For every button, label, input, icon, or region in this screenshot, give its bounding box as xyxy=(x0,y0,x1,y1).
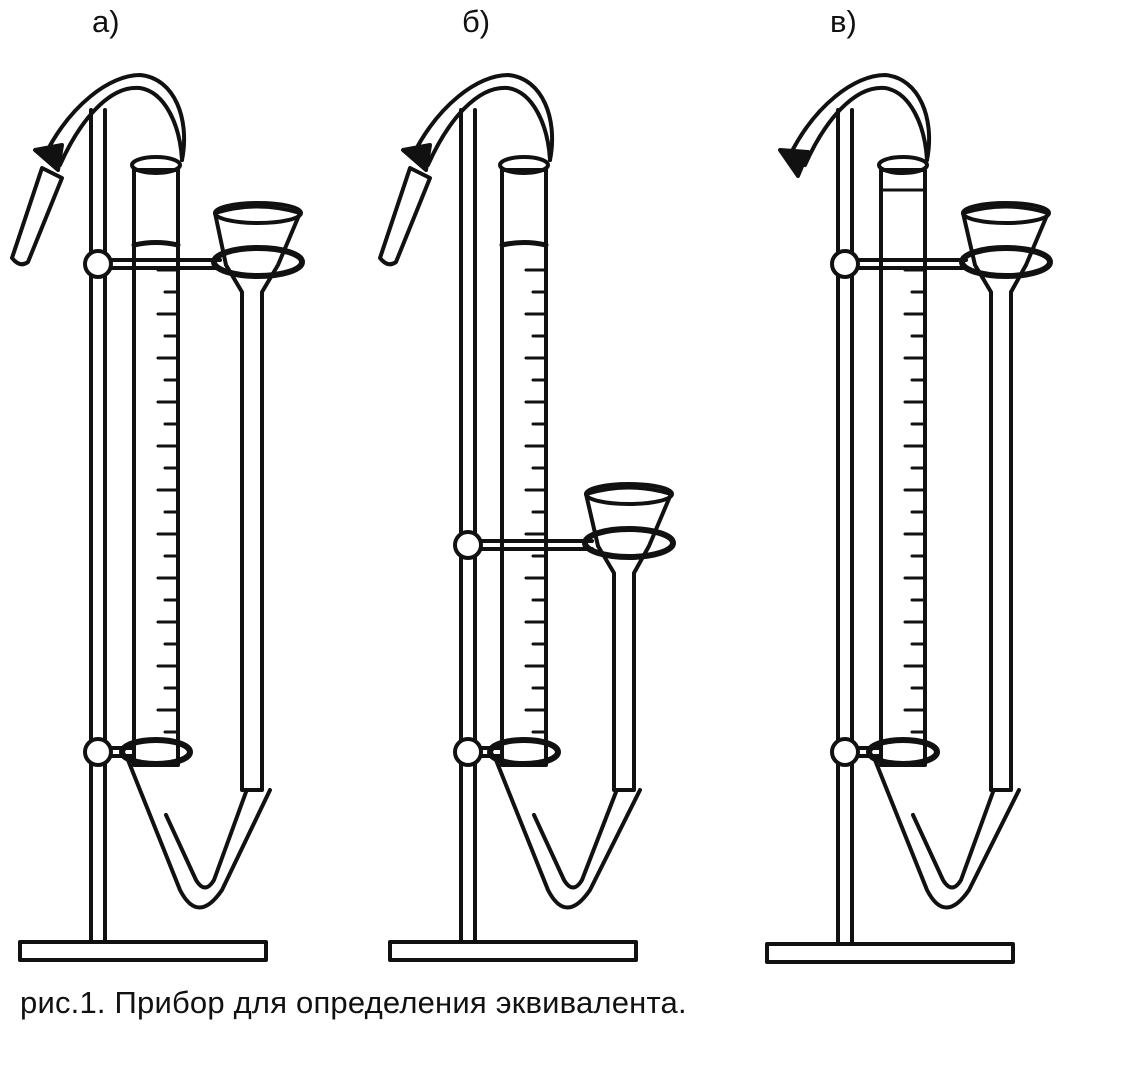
burette-rim-a xyxy=(130,155,182,175)
hose-c xyxy=(803,85,929,167)
clamp-bottom-b xyxy=(453,737,483,767)
stopper-a xyxy=(33,143,64,172)
burette-rim-b xyxy=(498,155,550,175)
figure-caption: рис.1. Прибор для определения эквивалент… xyxy=(20,985,687,1020)
apparatus-a xyxy=(10,73,305,962)
stand-base-c xyxy=(765,942,1015,964)
panel-label-a: а) xyxy=(92,4,120,39)
apparatus-b xyxy=(378,73,676,962)
clamp-top-c xyxy=(830,249,860,279)
stand-base-a xyxy=(18,940,268,962)
stopper-c xyxy=(778,148,810,178)
burette-scale-b xyxy=(524,268,546,734)
panel-label-c: в) xyxy=(830,4,857,39)
leveling-funnel-a xyxy=(213,204,302,792)
burette-rim-c xyxy=(877,155,929,175)
stopper-b xyxy=(401,143,432,172)
burette-scale-a xyxy=(156,268,178,734)
test-tube-b xyxy=(378,166,432,267)
connecting-tube-c xyxy=(873,758,1021,910)
leveling-funnel-b xyxy=(584,485,673,792)
connecting-tube-b xyxy=(494,758,642,910)
leveling-funnel-c xyxy=(961,204,1050,792)
stand-base-b xyxy=(388,940,638,962)
hose-b xyxy=(426,85,552,167)
burette-scale-c xyxy=(903,268,925,734)
connecting-tube-a xyxy=(126,758,272,910)
clamp-top-a xyxy=(83,249,113,279)
clamp-bottom-a xyxy=(83,737,113,767)
test-tube-a xyxy=(10,166,64,267)
hose-a xyxy=(58,85,184,167)
panel-label-b: б) xyxy=(462,4,491,39)
clamp-top-b xyxy=(453,530,483,560)
apparatus-c xyxy=(765,73,1053,964)
clamp-bottom-c xyxy=(830,737,860,767)
